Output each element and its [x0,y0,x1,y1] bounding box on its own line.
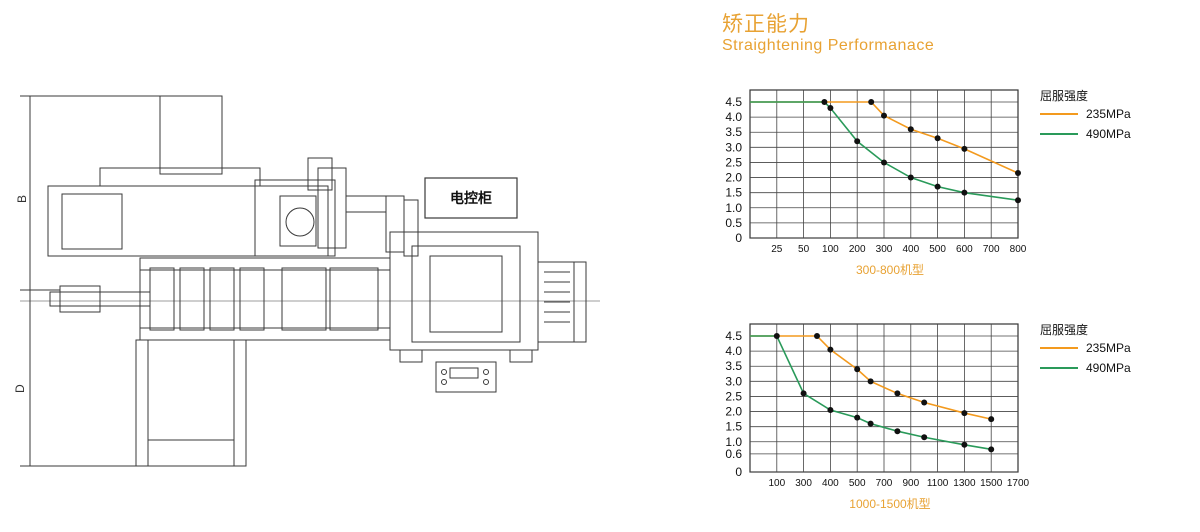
data-point [881,112,887,119]
chart-300-800: 4.54.03.53.02.5 2.01.51.00.50 25 50 100 200 30… [725,88,1131,277]
data-point [921,434,928,441]
x-tick-label: 1500 [980,478,1003,489]
legend-label: 235MPa [1086,341,1131,355]
data-point [773,333,780,339]
x-tick-label: 800 [1010,244,1027,255]
chart-grid [749,323,1019,473]
data-point [1015,170,1021,177]
data-point [961,189,968,196]
series-line-490MPa [750,335,992,451]
legend-title: 屈服强度 [1040,88,1088,103]
data-point [894,390,901,397]
legend-label: 235MPa [1086,107,1131,121]
data-point [988,446,995,453]
x-tick-label: 50 [798,244,810,255]
x-tick-label: 700 [876,478,893,489]
data-point [867,378,874,385]
y-tick-label: 4.5 [725,95,742,109]
data-point [934,135,941,142]
dim-b-label: B [15,195,29,203]
x-tick-label: 100 [768,478,785,489]
data-point [827,346,834,353]
section-title-cn: 矫正能力 [722,12,810,36]
series-line-235MPa [750,335,992,420]
data-point [867,420,874,427]
y-tick-label: 2.0 [725,405,742,419]
data-point [854,366,861,373]
series-line-235MPa [750,101,1019,174]
y-tick-label: 3.5 [725,359,742,373]
control-cabinet-label: 电控柜 [450,190,492,206]
x-tick-label: 1100 [927,478,949,489]
data-point [1015,197,1021,204]
x-tick-label: 900 [902,478,919,489]
legend-title: 屈服强度 [1040,322,1088,337]
y-tick-label: 4.0 [725,110,742,124]
y-tick-label: 3.5 [725,125,742,139]
legend-label: 490MPa [1086,127,1131,141]
x-tick-label: 300 [876,244,893,255]
x-tick-label: 1700 [1007,478,1030,489]
chart-caption: 1000-1500机型 [849,497,930,511]
data-point [988,416,995,423]
y-tick-label: 2.0 [725,171,742,185]
data-point [907,174,914,181]
data-point [814,333,820,339]
y-tick-label: 1.5 [725,420,742,434]
data-point [907,126,914,133]
y-tick-label: 0.5 [725,216,742,230]
dim-d-label: D [13,384,27,393]
data-point [921,399,928,406]
data-point [854,414,861,421]
y-tick-label: 1.0 [725,435,742,449]
machine-drawing: B D 电控柜 [13,95,600,467]
y-tick-label: 1.0 [725,201,742,215]
data-point [961,410,968,417]
data-point [854,138,861,145]
data-point [827,105,834,112]
x-tick-label: 400 [822,478,839,489]
data-point [800,390,807,397]
data-point [961,145,968,152]
x-tick-label: 400 [902,244,919,255]
y-tick-label: 3.0 [725,140,742,154]
y-tick-label: 2.5 [725,389,742,403]
chart-caption: 300-800机型 [856,263,924,277]
legend-label: 490MPa [1086,361,1131,375]
y-tick-label: 0.6 [725,447,742,461]
y-tick-label: 2.5 [725,155,742,169]
x-tick-label: 300 [795,478,812,489]
data-point [821,99,828,105]
chart-grid [749,89,1019,239]
y-tick-label: 1.5 [725,186,742,200]
x-tick-label: 600 [956,244,973,255]
y-tick-label: 0 [735,231,742,245]
x-tick-label: 200 [849,244,866,255]
section-title-en: Straightening Performanace [722,37,935,54]
data-point [961,441,968,448]
chart-1000-1500: 4.54.03.53.02.5 2.01.51.00.6 0 100 300 400 500… [725,322,1131,511]
x-tick-label: 25 [771,244,783,255]
y-tick-label: 3.0 [725,374,742,388]
data-point [894,428,901,435]
y-tick-label: 4.0 [725,344,742,358]
data-point [827,407,834,414]
data-point [934,183,941,190]
x-tick-label: 500 [929,244,946,255]
x-tick-label: 100 [822,244,839,255]
data-point [868,99,875,105]
data-point [881,159,887,166]
x-tick-label: 1300 [953,478,976,489]
y-tick-label: 0 [735,465,742,479]
x-tick-label: 500 [849,478,866,489]
x-tick-label: 700 [983,244,1000,255]
y-tick-label: 4.5 [725,329,742,343]
